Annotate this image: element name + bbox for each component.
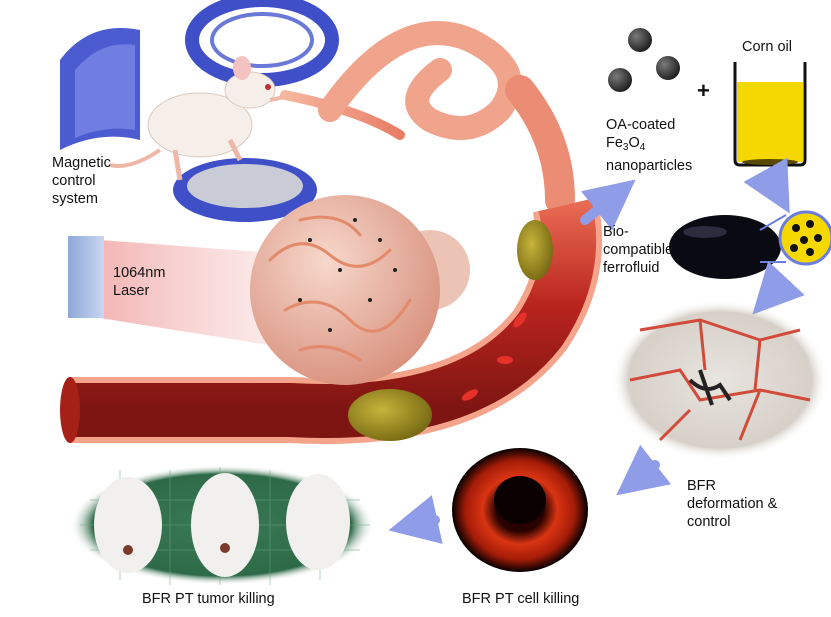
laser-label: 1064nm Laser: [113, 265, 166, 299]
magnet-platform: [187, 164, 303, 208]
red-blood-cell: [497, 356, 513, 364]
mouse-icon: [109, 56, 296, 181]
arrow-icon: [752, 261, 805, 315]
cell-killing-label: BFR PT cell killing: [462, 591, 580, 607]
ferrofluid-drop-icon: [669, 215, 781, 279]
tumor-vasculature: [268, 215, 412, 362]
mouse-photo: [286, 474, 350, 570]
nanoparticles-icon: [608, 28, 680, 92]
ferrofluid-blob-upper: [517, 220, 553, 280]
tumor-killing-label: BFR PT tumor killing: [142, 591, 275, 607]
blood-vessel: [60, 21, 603, 444]
vessel-opening: [60, 377, 80, 443]
red-blood-cell: [461, 389, 479, 401]
plus-sign: +: [697, 78, 710, 103]
nanoparticles-label: OA-coated Fe3O4 nanoparticles: [606, 117, 693, 174]
laser-beam: [100, 240, 300, 350]
tumor-killing-photo: [70, 465, 374, 585]
arrow-icon: [580, 179, 636, 231]
deformation-label: BFR deformation & control: [687, 478, 778, 530]
ferrofluid-label: Bio- compatible ferrofluid: [603, 224, 674, 276]
ferrofluid-droplet: [669, 210, 831, 279]
arrow-icon: [388, 495, 443, 544]
arrow-icon: [616, 444, 672, 496]
mouse-photo: [94, 477, 162, 573]
corn-oil-label: Corn oil: [742, 39, 792, 55]
mouse-tail: [280, 90, 405, 140]
corn-oil-beaker: [733, 62, 807, 167]
deformation-image: [612, 300, 828, 460]
magnetic-control-illustration: [60, 0, 405, 222]
mouse-photo: [191, 473, 259, 577]
corn-oil-fill: [737, 82, 803, 162]
cell-killing-image: [452, 448, 588, 572]
process-arrows: [388, 157, 805, 544]
laser-source: [68, 236, 104, 318]
laser-illustration: [68, 236, 300, 350]
tumor-illustration: [250, 195, 470, 385]
red-blood-cell: [513, 312, 527, 328]
magnetic-control-label: Magnetic control system: [52, 155, 111, 207]
arrow-icon: [743, 157, 790, 214]
ferrofluid-blob: [348, 389, 432, 441]
tumor-nanoparticles: [298, 218, 397, 332]
